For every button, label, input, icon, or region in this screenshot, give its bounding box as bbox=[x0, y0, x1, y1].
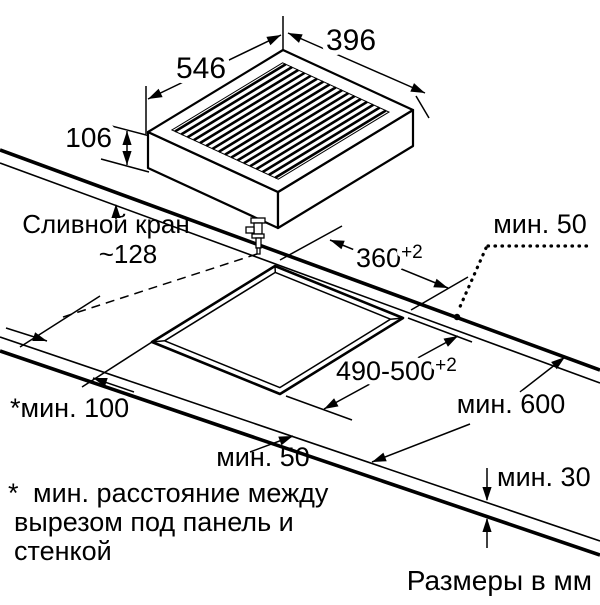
dim-line-600-lower bbox=[372, 424, 470, 462]
drain-tap-label: Сливной кран bbox=[22, 209, 190, 239]
height-extension-bottom bbox=[101, 159, 149, 172]
footnote-star: * bbox=[8, 478, 19, 508]
footnote-line-3: стенкой bbox=[14, 536, 112, 566]
min-50-back-label: мин. 50 bbox=[493, 209, 587, 239]
dimension-arrowhead bbox=[286, 29, 303, 43]
dim-106-label: 106 bbox=[65, 122, 112, 153]
min-50-front-label: мин. 50 bbox=[216, 442, 310, 472]
right-extension-tick-396 bbox=[416, 96, 429, 118]
dimension-arrowhead bbox=[328, 236, 344, 250]
min-600-depth-label: мин. 600 bbox=[457, 389, 566, 419]
dimension-arrowhead bbox=[433, 279, 449, 293]
cutout-width-label: 490-500+2 bbox=[336, 355, 457, 386]
dim-546-label: 546 bbox=[176, 52, 226, 85]
units-note-label: Размеры в мм bbox=[407, 565, 592, 596]
dimension-arrowhead bbox=[146, 89, 163, 103]
footnote-line-2: вырезом под панель и bbox=[14, 507, 294, 537]
dimension-arrowhead bbox=[322, 398, 339, 413]
dimension-arrowhead bbox=[482, 518, 491, 532]
dotted-leader-line bbox=[459, 248, 486, 309]
dimension-arrowhead bbox=[122, 151, 131, 165]
side-wall-tick bbox=[20, 296, 100, 347]
dimension-arrowhead bbox=[410, 83, 427, 97]
dimension-arrowhead bbox=[266, 31, 283, 45]
min-100-side-label: *мин. 100 bbox=[10, 393, 129, 423]
footnote: * мин. расстояние между вырезом под пане… bbox=[8, 478, 329, 566]
cutout-depth-extension-1 bbox=[280, 226, 342, 260]
cutout-left-edge-extension bbox=[82, 342, 152, 387]
dimension-arrowhead bbox=[482, 487, 491, 501]
drain-distance-label: ~128 bbox=[99, 239, 158, 269]
cutout-width-extension-1 bbox=[408, 318, 472, 342]
cutout-depth-label: 360+2 bbox=[356, 242, 423, 273]
drain-tap-icon bbox=[246, 218, 265, 254]
dimension-arrowhead bbox=[122, 131, 131, 145]
footnote-line-1: мин. расстояние между bbox=[33, 478, 329, 508]
leader-dot bbox=[454, 314, 460, 320]
min-30-thickness-label: мин. 30 bbox=[497, 462, 591, 492]
back-clearance-leader bbox=[454, 246, 588, 320]
dim-396-label: 396 bbox=[326, 24, 376, 57]
